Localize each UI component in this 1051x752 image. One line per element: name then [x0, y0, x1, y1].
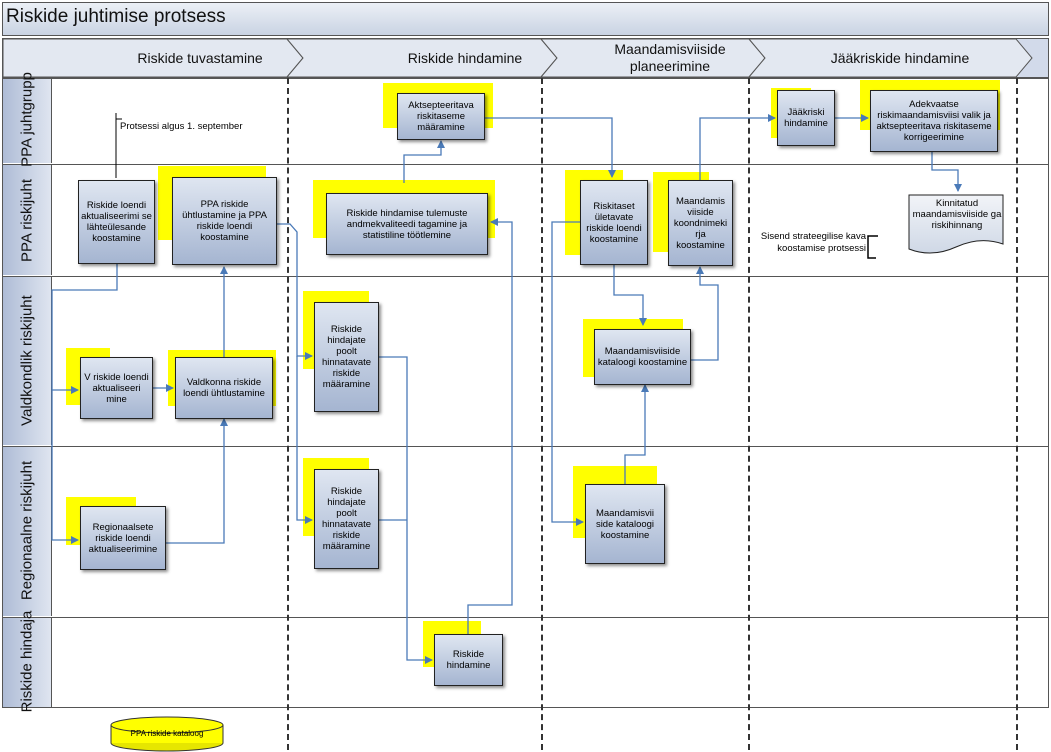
lane-header-ppa-riskijuht: [3, 165, 52, 275]
node-adekvaatse[interactable]: Adekvaatse riskimaandamisviisi valik ja …: [870, 90, 998, 152]
diagram-title: Riskide juhtimise protsess: [6, 6, 226, 27]
lane-divider: [2, 276, 1049, 277]
node-text: Maandamisviiside kataloogi koostamine: [597, 346, 688, 368]
node-valdkonna[interactable]: Valdkonna riskide loendi ühtlustamine: [175, 357, 273, 419]
lane-divider: [2, 446, 1049, 447]
database-cylinder-top: [110, 716, 224, 734]
node-hindajate-regionaalne[interactable]: Riskide hindajate poolt hinnatavate risk…: [314, 469, 379, 569]
phase-separator: [1016, 78, 1018, 750]
phase-riskide-tuvastamine: Riskide tuvastamine: [137, 50, 263, 66]
phase-separator: [541, 78, 543, 750]
node-text: Riskide hindajate poolt hinnatavate risk…: [321, 486, 372, 552]
node-hindajate-valdkondlik[interactable]: Riskide hindajate poolt hinnatavate risk…: [314, 302, 379, 412]
node-v-riskide[interactable]: V riskide loendi aktualiseeri mine: [80, 357, 153, 419]
node-tulemuste[interactable]: Riskide hindamise tulemuste andmekvalite…: [326, 193, 488, 255]
node-jaakriski[interactable]: Jääkriski hindamine: [777, 90, 835, 146]
node-text: Riskitaset ületavate riskide loendi koos…: [586, 200, 642, 245]
phase-separator: [287, 78, 289, 750]
node-riskitaset[interactable]: Riskitaset ületavate riskide loendi koos…: [580, 180, 648, 265]
node-text: Riskide hindamise tulemuste andmekvalite…: [346, 207, 468, 241]
node-loendi-aktualiseerimine[interactable]: Riskide loendi aktualiseerimi se lähteül…: [78, 180, 155, 264]
node-text: PPA riskide ühtlustamine ja PPA riskide …: [182, 199, 267, 243]
phase-chevrons: [2, 38, 1033, 78]
node-text: V riskide loendi aktualiseeri mine: [84, 371, 149, 405]
annotation-strateegia: Sisend strateegilise kava koostamise pro…: [760, 231, 866, 254]
node-text: Riskide hindajate poolt hinnatavate risk…: [321, 324, 372, 390]
node-riskide-hindamine[interactable]: Riskide hindamine: [434, 634, 503, 686]
node-aktsepteeritava[interactable]: Aktsepteeritava riskitaseme määramine: [397, 93, 485, 140]
lane-divider: [2, 164, 1049, 165]
phase-separator: [748, 78, 750, 750]
node-text: Riskide loendi aktualiseerimi se lähteül…: [81, 200, 152, 244]
lane-header-ppa-juhtgrupp: [3, 79, 52, 163]
title-bar: [2, 2, 1049, 36]
lane-header-valdkondlik: [3, 277, 52, 445]
node-text: Valdkonna riskide loendi ühtlustamine: [183, 377, 265, 399]
lane-header-hindaja: [3, 618, 52, 707]
node-text: Maandamis viiside koondnimeki rja koosta…: [673, 195, 728, 251]
document-kinnitatud: Kinnitatud maandamisviiside ga riskihinn…: [912, 198, 1002, 231]
annotation-start: Protsessi algus 1. september: [120, 121, 243, 132]
phase-jaakriskide-hindamine: Jääkriskide hindamine: [830, 50, 970, 66]
node-text: Jääkriski hindamine: [784, 107, 828, 129]
lane-divider: [2, 617, 1049, 618]
node-regionaalsete[interactable]: Regionaalsete riskide loendi aktualiseer…: [80, 506, 166, 570]
node-koondnimekiri[interactable]: Maandamis viiside koondnimeki rja koosta…: [668, 180, 733, 266]
database-label: PPA riskide kataloog: [130, 729, 204, 738]
node-text: Aktsepteeritava riskitaseme määramine: [408, 100, 474, 133]
node-kataloogi-regionaalne[interactable]: Maandamisvii side kataloogi koostamine: [585, 484, 665, 564]
node-text: Regionaalsete riskide loendi aktualiseer…: [88, 521, 158, 555]
document-shape: [908, 194, 1004, 254]
node-text: Maandamisvii side kataloogi koostamine: [595, 507, 655, 541]
phase-maandamisviiside-planeerimine: Maandamisviiside planeerimine: [614, 41, 726, 74]
node-ppa-uhtlustamine[interactable]: PPA riskide ühtlustamine ja PPA riskide …: [172, 177, 277, 265]
node-text: Riskide hindamine: [446, 649, 491, 671]
node-kataloogi-valdkondlik[interactable]: Maandamisviiside kataloogi koostamine: [594, 329, 691, 385]
phase-riskide-hindamine: Riskide hindamine: [407, 50, 523, 66]
swimlane-area: [2, 78, 1049, 708]
node-text: Adekvaatse riskimaandamisviisi valik ja …: [876, 99, 992, 143]
